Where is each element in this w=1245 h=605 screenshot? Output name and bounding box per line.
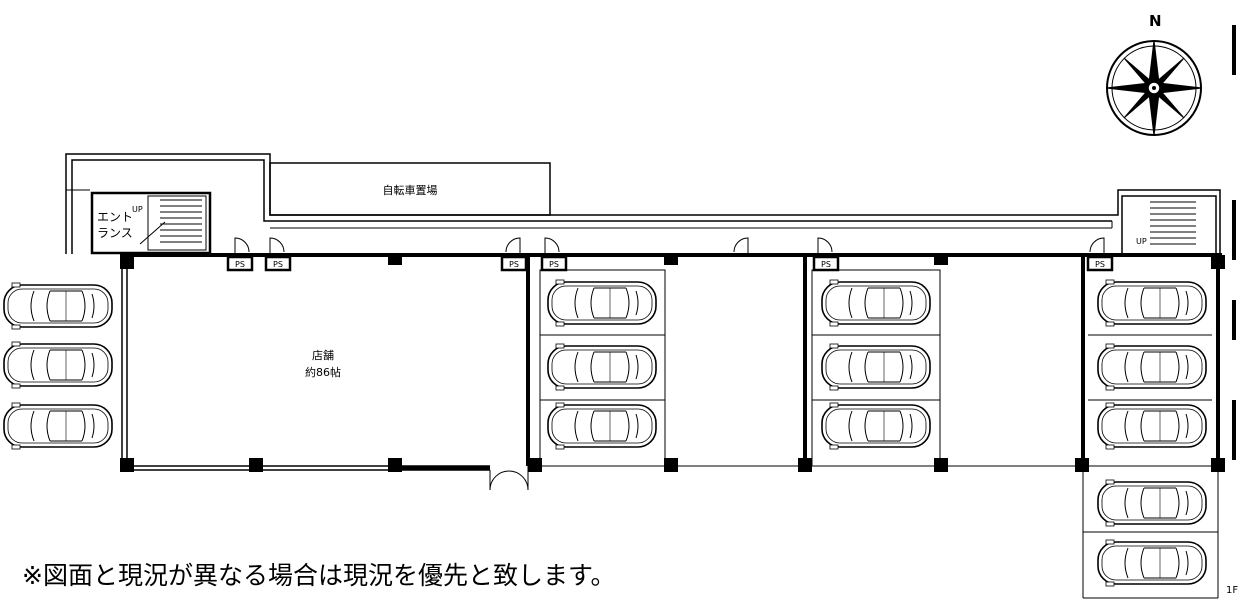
structural-columns <box>120 255 1225 472</box>
entrance-label-line1: エント <box>97 210 133 224</box>
corridor-doors <box>234 237 1105 253</box>
car-icon <box>1097 343 1207 391</box>
car-icon <box>821 279 931 327</box>
car-icon <box>3 341 113 389</box>
compass-icon <box>1105 39 1203 137</box>
ps-label: PS <box>549 260 559 269</box>
car-icon <box>1097 539 1207 587</box>
building-walls <box>120 253 1222 599</box>
car-icon <box>547 402 657 450</box>
car-icon <box>547 279 657 327</box>
car-icon <box>3 402 113 450</box>
compass-north-label: N <box>1149 12 1162 30</box>
ps-label: PS <box>509 260 519 269</box>
car-icon <box>1097 479 1207 527</box>
parking-bays <box>539 269 1218 533</box>
entrance-label-line2: ランス <box>97 226 133 240</box>
bicycle-parking-label: 自転車置場 <box>383 183 438 197</box>
edge-marks <box>1232 25 1236 460</box>
car-icon <box>1097 279 1207 327</box>
ps-label: PS <box>273 260 283 269</box>
upper-outline <box>65 153 1221 254</box>
ps-box-3: PS <box>500 255 528 272</box>
ps-box-4: PS <box>540 255 568 272</box>
ps-label: PS <box>821 260 831 269</box>
floor-label: 1F <box>1226 585 1239 596</box>
car-icon <box>821 343 931 391</box>
car-icon <box>547 343 657 391</box>
ps-box-1: PS <box>226 255 254 272</box>
ps-box-6: PS <box>1086 255 1114 272</box>
ps-label: PS <box>235 260 245 269</box>
store-name-label: 店舗 <box>312 348 334 362</box>
car-icon <box>3 282 113 330</box>
entrance-stair-up-label: UP <box>132 205 143 214</box>
car-icon <box>1097 402 1207 450</box>
ps-box-5: PS <box>812 255 840 272</box>
right-stair-up-label: UP <box>1136 237 1147 246</box>
car-icon <box>821 402 931 450</box>
right-stair <box>1121 195 1217 255</box>
disclaimer-note: ※図面と現況が異なる場合は現況を優先と致します。 <box>22 561 616 590</box>
store-area-label: 約86帖 <box>305 365 341 379</box>
ps-label: PS <box>1095 260 1105 269</box>
ps-box-2: PS <box>264 255 292 272</box>
